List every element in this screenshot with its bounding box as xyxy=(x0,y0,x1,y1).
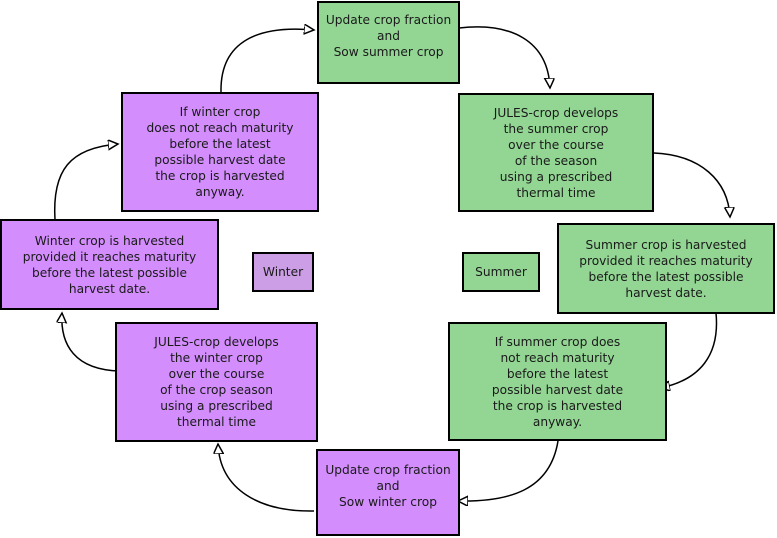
arrow-harvest-to-force-winter xyxy=(53,144,118,221)
arrow-force-winter-to-sow-summer xyxy=(220,29,314,93)
legend-winter: Winter xyxy=(252,252,314,292)
node-develop-winter: JULES-crop develops the winter crop over… xyxy=(115,322,318,442)
arrow-harvest-to-force-summer xyxy=(660,312,718,388)
arrow-sow-winter-to-develop xyxy=(218,444,315,512)
node-force-harvest-winter: If winter crop does not reach maturity b… xyxy=(121,92,319,212)
node-develop-summer: JULES-crop develops the summer crop over… xyxy=(458,93,654,212)
arrow-develop-to-harvest-summer xyxy=(653,152,730,217)
node-sow-winter: Update crop fraction and Sow winter crop xyxy=(316,449,460,536)
arrow-sow-summer-to-develop xyxy=(458,26,550,88)
arrow-force-summer-to-sow-winter xyxy=(458,440,559,501)
node-force-harvest-summer: If summer crop does not reach maturity b… xyxy=(448,322,667,441)
node-harvest-winter: Winter crop is harvested provided it rea… xyxy=(0,219,219,310)
arrow-develop-to-harvest-winter xyxy=(62,313,121,372)
node-harvest-summer: Summer crop is harvested provided it rea… xyxy=(557,223,775,314)
node-sow-summer: Update crop fraction and Sow summer crop xyxy=(317,1,460,84)
legend-summer: Summer xyxy=(462,252,540,292)
